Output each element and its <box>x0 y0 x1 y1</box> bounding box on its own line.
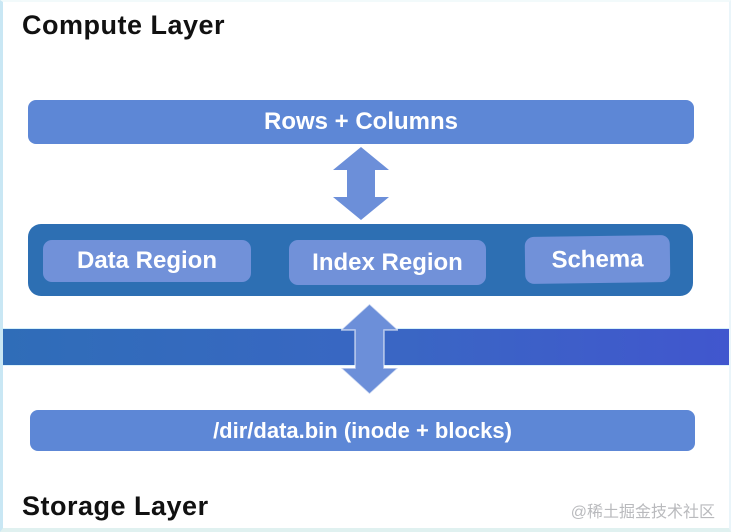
schema-node: Schema <box>524 234 671 285</box>
double-vertical-arrow-icon <box>341 304 398 394</box>
storage-layer-title: Storage Layer <box>22 491 209 521</box>
watermark: @稀土掘金技术社区 <box>570 504 715 521</box>
double-vertical-arrow-icon <box>333 147 389 220</box>
rows-columns-node: Rows + Columns <box>28 100 694 144</box>
index-region-node: Index Region <box>289 240 486 285</box>
region-container-node: Data Region Index Region Schema <box>28 224 693 296</box>
compute-layer-title: Compute Layer <box>22 10 226 40</box>
data-region-node: Data Region <box>43 240 251 282</box>
file-path-node: /dir/data.bin (inode + blocks) <box>30 410 695 451</box>
